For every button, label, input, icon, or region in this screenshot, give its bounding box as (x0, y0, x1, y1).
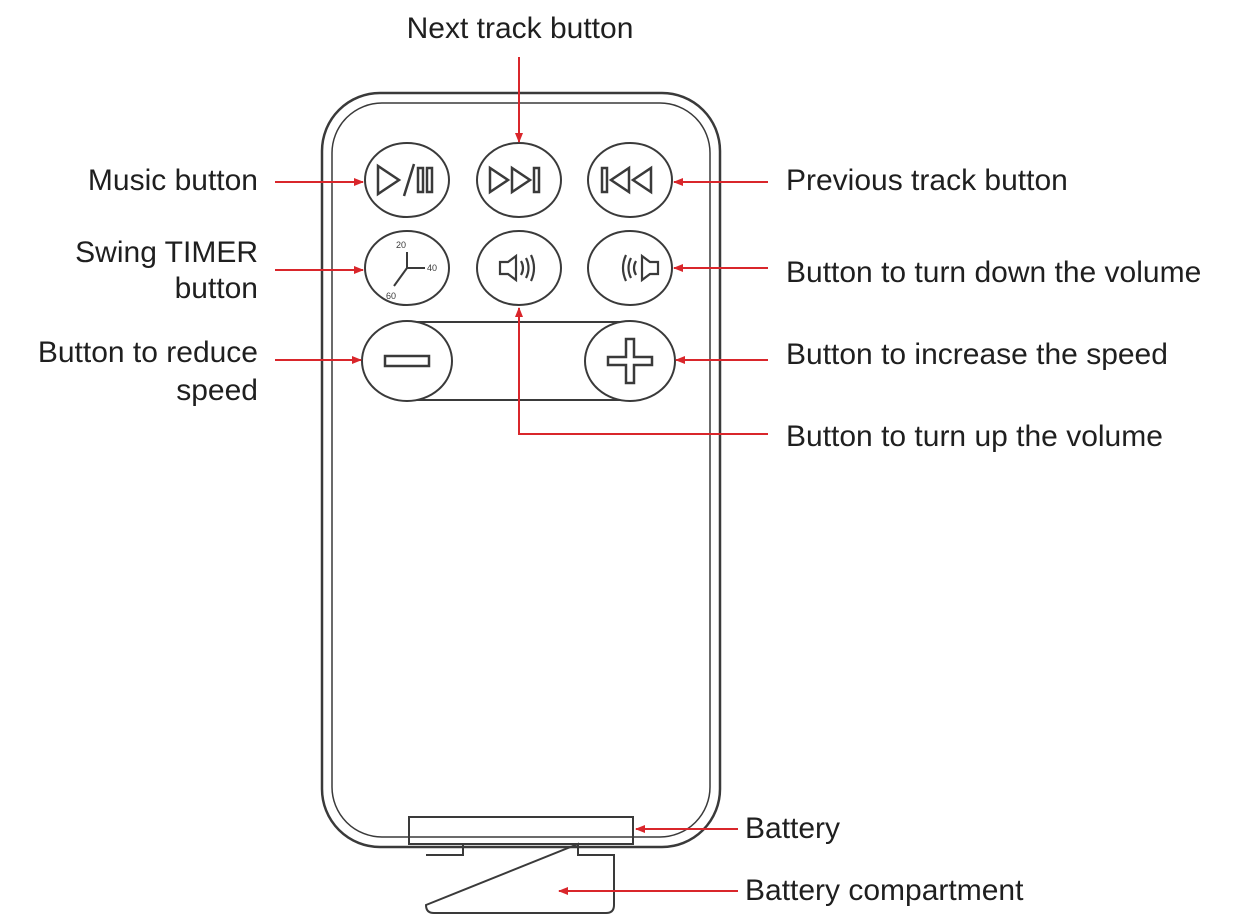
timer-mark-40: 40 (427, 263, 437, 273)
reduce-speed-button[interactable] (361, 320, 453, 402)
next-track-button[interactable] (476, 142, 562, 218)
label-battery-compartment: Battery compartment (745, 874, 1024, 907)
label-next-track: Next track button (406, 12, 634, 45)
label-volume-down: Button to turn down the volume (786, 256, 1202, 289)
speaker-volume-down-icon (621, 253, 660, 283)
clock-icon (393, 252, 425, 287)
label-music: Music button (87, 164, 258, 197)
timer-mark-20: 20 (396, 240, 406, 250)
volume-down-button[interactable] (587, 230, 673, 306)
timer-mark-60: 60 (386, 291, 396, 301)
swing-timer-button[interactable]: 20 40 60 (364, 230, 450, 306)
battery-compartment (424, 842, 615, 914)
remote-body (320, 91, 722, 849)
label-volume-up: Button to turn up the volume (786, 420, 1163, 453)
previous-track-icon (600, 165, 653, 195)
plus-icon (606, 337, 654, 385)
label-previous-track: Previous track button (786, 164, 1068, 197)
label-battery: Battery (745, 812, 841, 845)
label-increase-speed: Button to increase the speed (786, 338, 1168, 371)
previous-track-button[interactable] (587, 142, 673, 218)
label-reduce-speed-line1: Button to reduce (37, 336, 258, 369)
battery (408, 816, 634, 845)
speed-band (410, 321, 632, 401)
increase-speed-button[interactable] (584, 320, 676, 402)
minus-icon (383, 354, 431, 368)
volume-up-button[interactable] (476, 230, 562, 306)
speaker-volume-up-icon (498, 253, 536, 283)
next-track-icon (488, 165, 541, 195)
label-reduce-speed-line2: speed (176, 374, 258, 407)
arrow-volume-up (515, 307, 768, 435)
label-swing-timer-line1: Swing TIMER (75, 236, 258, 269)
music-button[interactable] (364, 142, 450, 218)
play-pause-icon (376, 163, 434, 197)
annotation-arrows (275, 57, 768, 895)
label-swing-timer-line2: button (174, 272, 258, 305)
